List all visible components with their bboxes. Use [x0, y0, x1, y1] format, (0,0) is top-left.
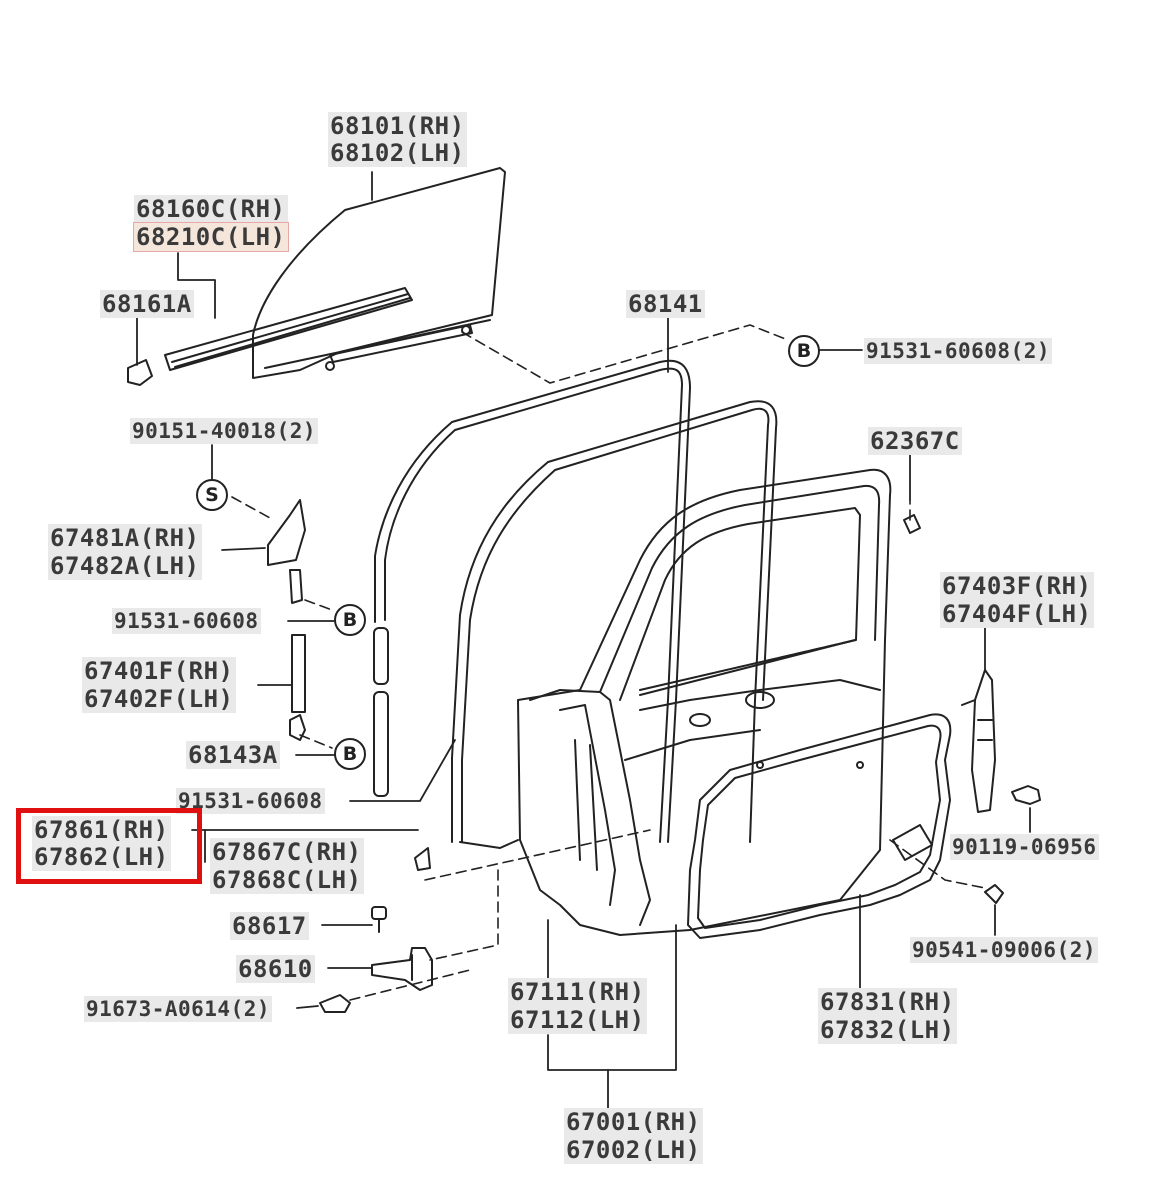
part-label: 67862(LH) — [32, 843, 171, 871]
part-label: 67867C(RH) — [210, 838, 364, 866]
part-label: 91531-60608 — [112, 608, 261, 634]
part-label: 90119-06956 — [950, 834, 1099, 860]
part-label: 68102(LH) — [328, 139, 467, 167]
highlight-box — [16, 808, 202, 884]
part-label: 67111(RH) — [508, 978, 647, 1006]
part-label: 67401F(RH) — [82, 657, 236, 685]
part-label: 67831(RH) — [818, 988, 957, 1016]
glass-channel — [165, 288, 412, 370]
part-label: 68160C(RH) — [134, 195, 288, 223]
part-label: 68161A — [100, 290, 194, 318]
part-label: 67001(RH) — [564, 1108, 703, 1136]
part-label: 68143A — [186, 741, 280, 769]
part-label: 67832(LH) — [818, 1016, 957, 1044]
clip-68161a — [128, 360, 152, 385]
part-label: 90151-40018(2) — [130, 418, 319, 444]
screw-90119 — [1012, 786, 1040, 804]
part-label: 67482A(LH) — [48, 552, 202, 580]
part-label: 67481A(RH) — [48, 524, 202, 552]
part-label: 67861(RH) — [32, 816, 171, 844]
part-label: 67404F(LH) — [940, 600, 1094, 628]
part-label: 67868C(LH) — [210, 866, 364, 894]
door-glass — [253, 168, 505, 378]
part-label: 67112(LH) — [508, 1006, 647, 1034]
door-hinge — [372, 948, 432, 990]
door-frame — [518, 470, 890, 935]
part-label: 67403F(RH) — [940, 572, 1094, 600]
part-label: 67402F(LH) — [82, 685, 236, 713]
part-label: 68617 — [230, 912, 309, 940]
part-label: 68610 — [236, 955, 315, 983]
weatherstrip — [385, 369, 682, 842]
symbol-b-circle: B — [334, 604, 366, 636]
part-label: 67002(LH) — [564, 1136, 703, 1164]
symbol-b-circle: B — [788, 335, 820, 367]
check-bracket — [972, 670, 995, 812]
part-label: 91531-60608(2) — [864, 338, 1053, 364]
part-label: 91673-A0614(2) — [84, 996, 273, 1022]
part-label: 90541-09006(2) — [910, 937, 1099, 963]
part-label-highlighted: 68210C(LH) — [134, 223, 288, 251]
part-label: 68101(RH) — [328, 112, 467, 140]
part-label: 68141 — [626, 290, 705, 318]
symbol-b-circle: B — [334, 738, 366, 770]
trim-panel — [688, 714, 950, 938]
part-label: 62367C — [868, 427, 962, 455]
symbol-s-circle: S — [196, 479, 228, 511]
